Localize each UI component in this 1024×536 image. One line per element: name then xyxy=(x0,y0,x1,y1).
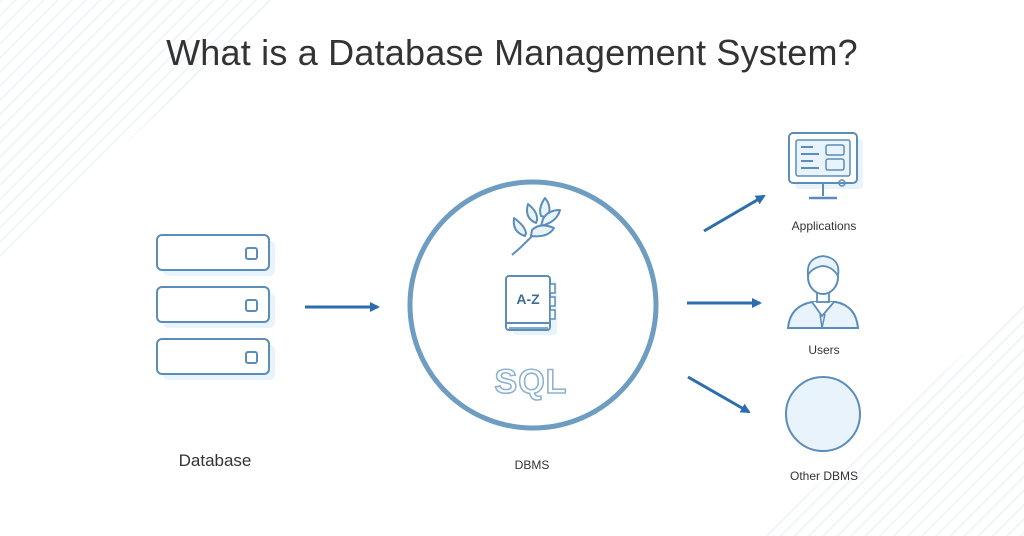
label-users: Users xyxy=(808,343,840,357)
monitor-icon xyxy=(788,132,863,200)
arrow-dbms-to-other-dbms xyxy=(687,375,751,414)
user-icon xyxy=(786,255,860,329)
server-stack-icon xyxy=(156,234,275,380)
address-book-icon: A-Z xyxy=(505,275,557,335)
label-dbms: DBMS xyxy=(514,458,550,472)
leaf-icon xyxy=(511,197,561,256)
arrow-dbms-to-applications xyxy=(703,194,766,233)
circle-icon xyxy=(785,376,861,452)
sql-icon: SQL xyxy=(495,363,568,401)
label-applications: Applications xyxy=(791,219,857,233)
server-unit xyxy=(156,234,275,276)
label-database: Database xyxy=(178,451,252,470)
server-unit xyxy=(156,338,275,380)
page-title: What is a Database Management System? xyxy=(166,32,858,73)
server-unit xyxy=(156,286,275,328)
label-other-dbms: Other DBMS xyxy=(789,469,858,483)
book-label: A-Z xyxy=(516,291,540,307)
